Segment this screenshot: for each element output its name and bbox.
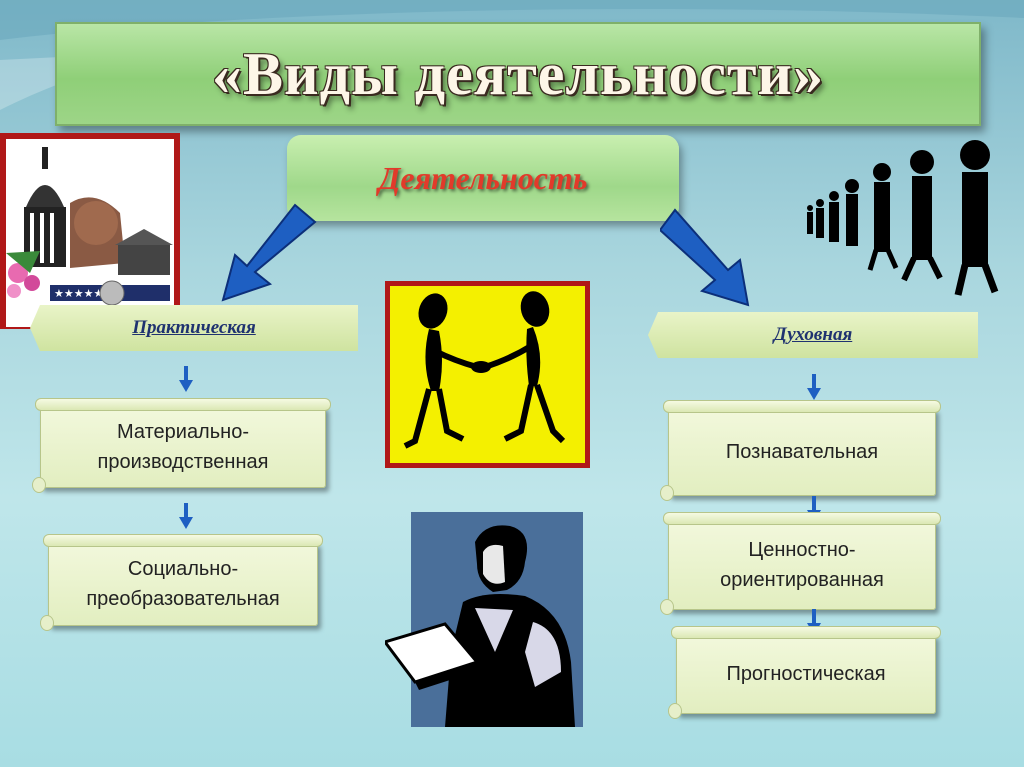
root-concept-box: Деятельность <box>287 135 679 221</box>
branch-spiritual-label: Духовная <box>773 324 853 345</box>
right-item-2-label: Ценностно- ориентированная <box>720 539 884 591</box>
left-item-1-label: Материально- производственная <box>97 421 269 473</box>
right-branch-arrow-icon <box>660 208 750 307</box>
down-arrow-icon <box>179 503 193 529</box>
root-concept-label: Деятельность <box>378 159 588 196</box>
right-item-3-label: Прогностическая <box>726 663 886 685</box>
right-item-1-label: Познавательная <box>725 441 879 463</box>
reader-silhouette-icon <box>385 512 583 727</box>
left-item-2-label: Социально- преобразовательная <box>86 558 280 610</box>
background-swoosh <box>0 0 1024 110</box>
right-item-3: Прогностическая <box>668 626 941 719</box>
title-banner: «Виды деятельности» <box>55 22 981 126</box>
branch-practical: Практическая <box>30 305 358 351</box>
handshake-silhouette-icon <box>385 281 590 468</box>
branch-practical-label: Практическая <box>132 317 256 338</box>
page-title: «Виды деятельности» <box>212 40 824 107</box>
left-item-2: Социально- преобразовательная <box>40 534 323 631</box>
left-item-1: Материально- производственная <box>32 398 331 493</box>
right-item-2: Ценностно- ориентированная <box>660 512 941 615</box>
right-item-1: Познавательная <box>660 400 941 501</box>
down-arrow-icon <box>807 374 821 400</box>
walking-figures-icon <box>807 140 999 296</box>
capitol-collage-icon: ★★★★★★★ <box>0 133 180 329</box>
branch-spiritual: Духовная <box>648 312 978 358</box>
left-branch-arrow-icon <box>221 203 317 302</box>
down-arrow-icon <box>179 366 193 392</box>
